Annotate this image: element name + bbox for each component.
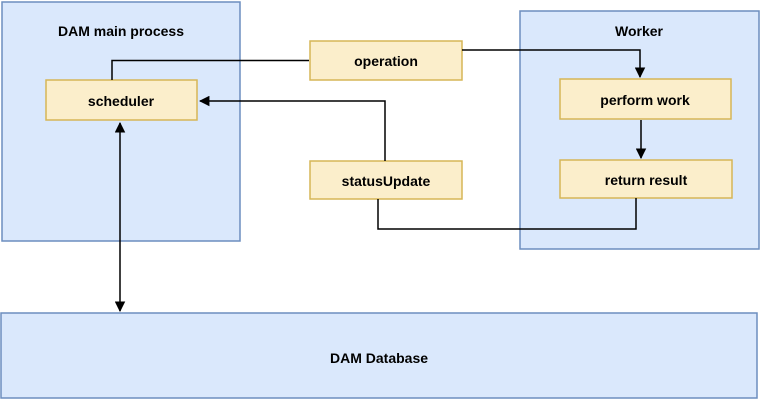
node-operation: [309, 40, 463, 81]
node-status-update-label: statusUpdate: [342, 173, 431, 189]
node-operation-label: operation: [354, 53, 418, 69]
node-perform-work-label: perform work: [600, 92, 690, 108]
edge-status-update-to-scheduler: [198, 95, 386, 161]
container-worker: [519, 10, 760, 250]
node-perform-work: [559, 78, 732, 120]
edge-return-result-to-status-update: [377, 198, 637, 230]
node-scheduler: [45, 79, 198, 121]
edge-operation-to-perform-work: [462, 49, 646, 79]
container-dam-database: [0, 312, 758, 399]
container-dam-database-title: DAM Database: [330, 350, 428, 366]
node-return-result-label: return result: [605, 172, 688, 188]
edge-scheduler-to-operation: [111, 59, 309, 80]
container-worker-title: Worker: [615, 23, 664, 39]
container-dam-main-process-title: DAM main process: [58, 23, 184, 39]
node-scheduler-label: scheduler: [88, 93, 155, 109]
node-return-result: [559, 159, 733, 199]
node-status-update: [309, 160, 463, 200]
